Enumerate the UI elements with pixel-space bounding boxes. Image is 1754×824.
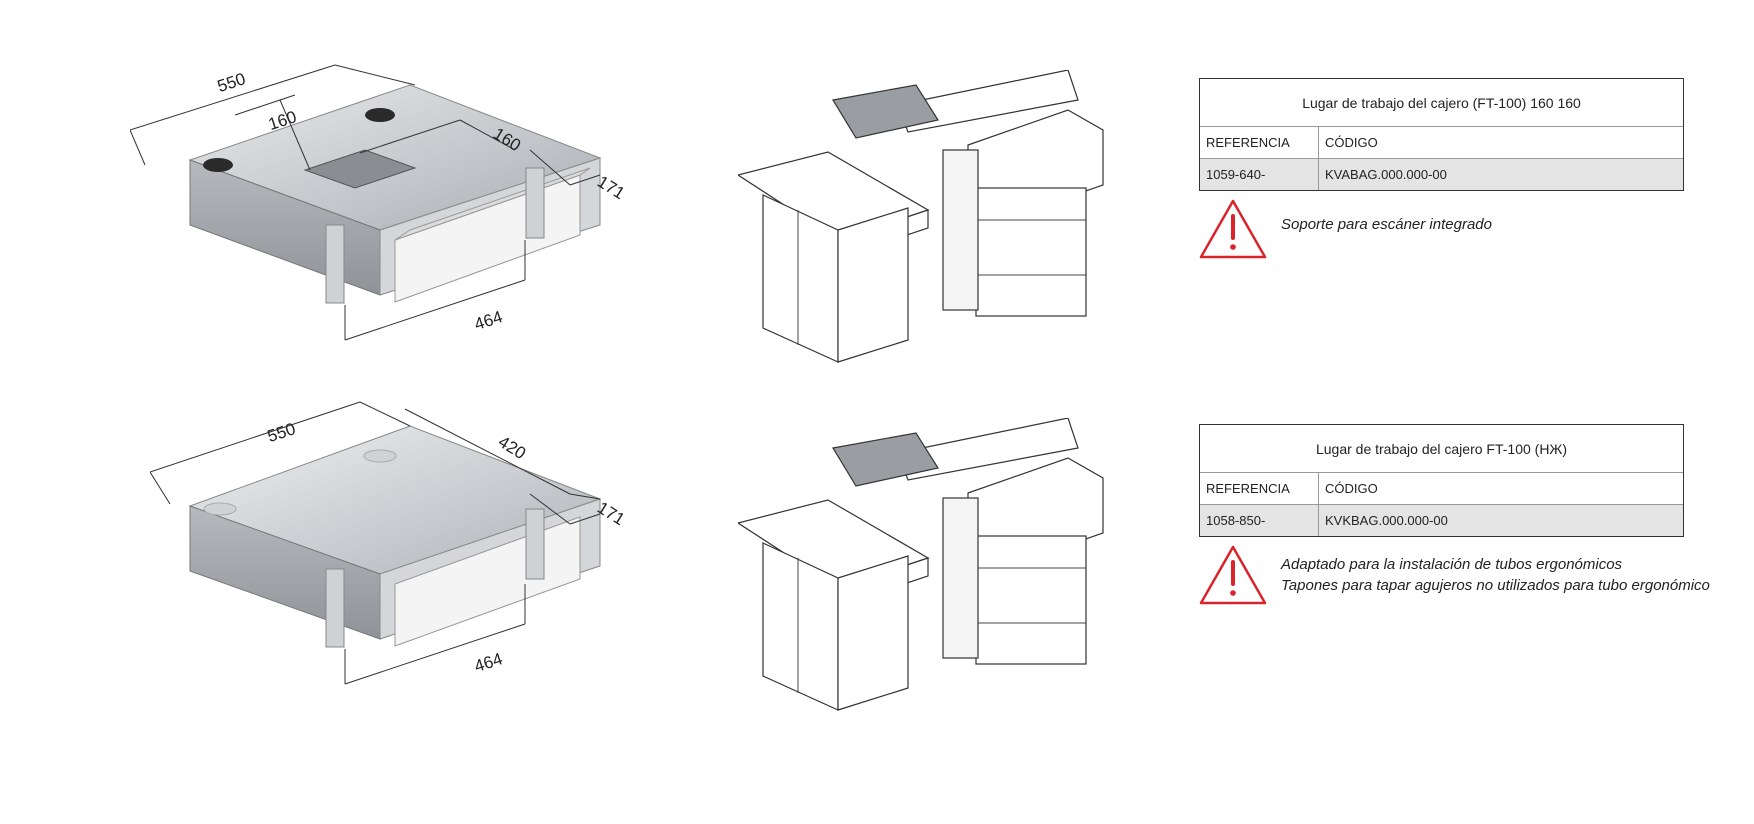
code-value: KVKBAG.000.000-00 [1325,513,1448,528]
spec-table-title: Lugar de trabajo del cajero (FT-100) 160… [1200,79,1683,127]
module-drawing-scanner [130,64,602,341]
warning-triangle-icon [1199,199,1267,259]
warning-line: Adaptado para la instalación de tubos er… [1281,556,1623,573]
spec-table-row: 1058-850- KVKBAG.000.000-00 [1200,505,1683,536]
spec-table-row: 1059-640- KVABAG.000.000-00 [1200,159,1683,190]
product-row-1: 550 160 160 171 464 Lugar de trabajo del… [0,20,1754,380]
spec-table-2: Lugar de trabajo del cajero FT-100 (НЖ) … [1199,424,1684,537]
warning-line: Tapones para tapar agujeros no utilizado… [1281,577,1710,594]
module-drawing-ergonomic [150,401,602,685]
product-row-2: 550 420 171 464 Lugar de trabajo del caj… [0,366,1754,726]
spec-table-header: REFERENCIA CÓDIGO [1200,473,1683,505]
ref-value: 1058-850- [1200,505,1319,536]
col-codigo: CÓDIGO [1325,481,1378,496]
col-codigo: CÓDIGO [1325,135,1378,150]
spec-table-1: Lugar de trabajo del cajero (FT-100) 160… [1199,78,1684,191]
col-referencia: REFERENCIA [1200,473,1319,504]
counter-drawing-scanner [738,70,1104,363]
col-referencia: REFERENCIA [1200,127,1319,158]
ref-value: 1059-640- [1200,159,1319,190]
spec-table-title: Lugar de trabajo del cajero FT-100 (НЖ) [1200,425,1683,473]
warning-triangle-icon [1199,545,1267,605]
warning-line: Soporte para escáner integrado [1281,216,1492,233]
code-value: KVABAG.000.000-00 [1325,167,1447,182]
spec-table-header: REFERENCIA CÓDIGO [1200,127,1683,159]
warning-text: Soporte para escáner integrado [1281,214,1492,235]
counter-drawing-ergonomic [738,418,1104,711]
warning-text: Adaptado para la instalación de tubos er… [1281,554,1710,596]
